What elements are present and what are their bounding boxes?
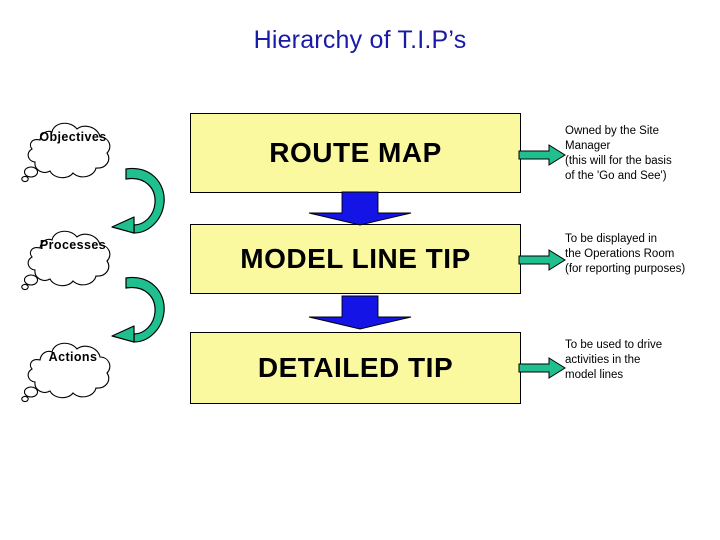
right-arrow-icon: [518, 143, 567, 167]
cloud-shape-icon: [21, 122, 111, 183]
box-model-line-tip[interactable]: MODEL LINE TIP: [190, 224, 521, 294]
note-model-line-tip: To be displayed in the Operations Room (…: [565, 232, 717, 277]
note-line: To be used to drive: [565, 339, 663, 351]
note-detailed-tip: To be used to drive activities in the mo…: [565, 338, 717, 383]
box-label: ROUTE MAP: [269, 137, 442, 168]
box-detailed-tip[interactable]: DETAILED TIP: [190, 332, 521, 404]
down-arrow-icon: [306, 191, 414, 226]
cloud-label: Actions: [48, 350, 98, 364]
cloud-label: Objectives: [39, 130, 107, 144]
note-line: the Operations Room: [565, 248, 675, 260]
note-line: model lines: [565, 369, 624, 381]
right-arrow-icon: [518, 356, 567, 380]
note-route-map: Owned by the Site Manager (this will for…: [565, 124, 717, 184]
thought-cloud-actions: Actions: [18, 330, 128, 408]
down-arrow-icon: [306, 295, 414, 330]
note-line: To be displayed in: [565, 233, 658, 245]
cloud-label: Processes: [39, 238, 107, 252]
box-label: MODEL LINE TIP: [240, 243, 471, 274]
note-line: (this will for the basis: [565, 155, 672, 167]
page-title: Hierarchy of T.I.P’s: [253, 26, 467, 54]
note-line: Owned by the Site: [565, 125, 659, 137]
cloud-shape-icon: [21, 342, 111, 403]
box-route-map[interactable]: ROUTE MAP: [190, 113, 521, 193]
cloud-shape-icon: [21, 230, 111, 291]
note-line: Manager: [565, 140, 611, 152]
box-label: DETAILED TIP: [257, 352, 454, 383]
note-line: (for reporting purposes): [565, 263, 686, 275]
thought-cloud-objectives: Objectives: [18, 110, 128, 188]
note-line: of the 'Go and See'): [565, 170, 667, 182]
right-arrow-icon: [518, 248, 567, 272]
note-line: activities in the: [565, 354, 641, 366]
thought-cloud-processes: Processes: [18, 218, 128, 296]
curved-arrow-down-left-icon: [108, 272, 170, 346]
curved-arrow-down-left-icon: [108, 163, 170, 237]
